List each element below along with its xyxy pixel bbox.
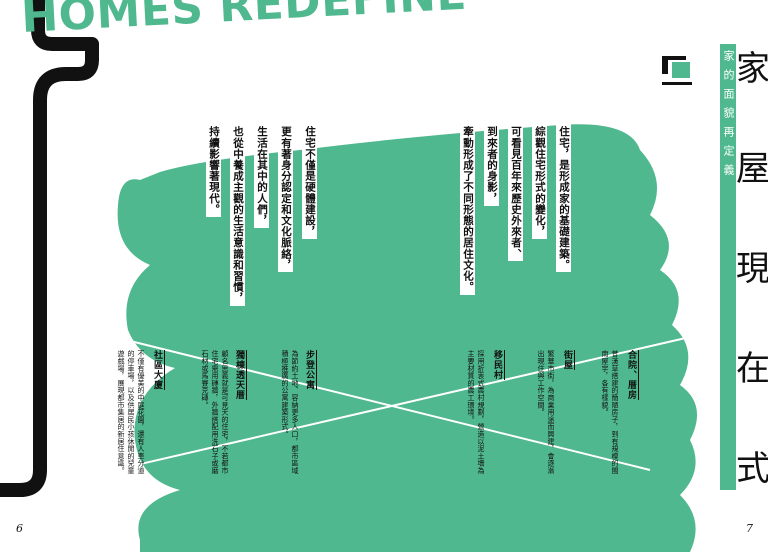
house-roof-icon bbox=[662, 56, 692, 85]
page-number-right: 7 bbox=[746, 522, 753, 535]
cross-line-a bbox=[85, 329, 651, 471]
title-char-1: 家 bbox=[736, 49, 768, 89]
intro-column-7: 更有著身分認定和文化脈絡， bbox=[278, 124, 293, 273]
intro-column-6: 住宅不僅是硬體建設， bbox=[302, 124, 317, 239]
tag-bar bbox=[720, 44, 736, 490]
green-paint-blob bbox=[117, 124, 697, 552]
intro-column-2: 綜觀住宅形式的變化， bbox=[532, 124, 547, 239]
intro-column-4: 到來者的身影， bbox=[484, 124, 499, 206]
section-title-walkup-apartment: 步登公寓 bbox=[304, 350, 317, 390]
intro-column-8: 生活在其中的人們， bbox=[254, 124, 269, 228]
page-number-left: 6 bbox=[16, 522, 23, 535]
title-char-5: 式 bbox=[736, 449, 768, 489]
title-char-4: 在 bbox=[736, 349, 768, 389]
title-char-3: 現 bbox=[736, 249, 768, 289]
section-body-immigrant-village: 採用折衷式農村規劃，營造以泥土墻為主要材質的農工環境。 bbox=[467, 350, 485, 475]
intro-column-9: 也從中養成主觀的生活意識和習慣， bbox=[230, 124, 245, 306]
section-body-shophouse: 繁華市街，為商業用途而興建，會逐漸出現住與工作空間。 bbox=[537, 350, 555, 475]
intro-column-5: 牽動形成了不同形態的居住文化。 bbox=[460, 124, 475, 295]
section-title-immigrant-village: 移民村 bbox=[492, 350, 505, 380]
intro-column-1: 住宅，是形成家的基礎建築。 bbox=[556, 124, 571, 273]
section-title-courtyard: 合院、厝房 bbox=[626, 350, 639, 400]
title-char-2: 屋 bbox=[736, 149, 768, 189]
section-title-community-tower: 社區大廈 bbox=[152, 350, 165, 390]
intro-column-3: 可看見百年來歷史外來者、 bbox=[508, 124, 523, 262]
black-frame-line bbox=[0, 0, 99, 497]
tag-vertical-text: 家的面貌再定義 bbox=[722, 50, 735, 183]
intro-column-10: 持續影響著現代。 bbox=[206, 124, 221, 217]
section-body-walkup-apartment: 為節約土地、容納更多人口，都市區域積極推廣的公寓建築形式。 bbox=[281, 350, 299, 475]
section-body-community-tower: 不僅有優美的中庭花園，還有人車分道的停車場，以及供居民小孩休閒的兒童遊戲場，展現… bbox=[117, 350, 145, 475]
cross-line-b bbox=[79, 336, 691, 479]
section-body-courtyard: 昔漢草搭建的簡陋房子，到有規模的閩南屋宇，各有樣貌。 bbox=[601, 350, 619, 475]
section-body-townhouse: 顧名思義就是可見天的住宅，不若都市住宅需用磚牆，外牆搭配用洗石子或磨石材或馬賽克… bbox=[201, 350, 229, 475]
section-title-townhouse: 獨棟透天厝 bbox=[234, 350, 247, 400]
section-title-shophouse: 街屋 bbox=[562, 350, 575, 370]
